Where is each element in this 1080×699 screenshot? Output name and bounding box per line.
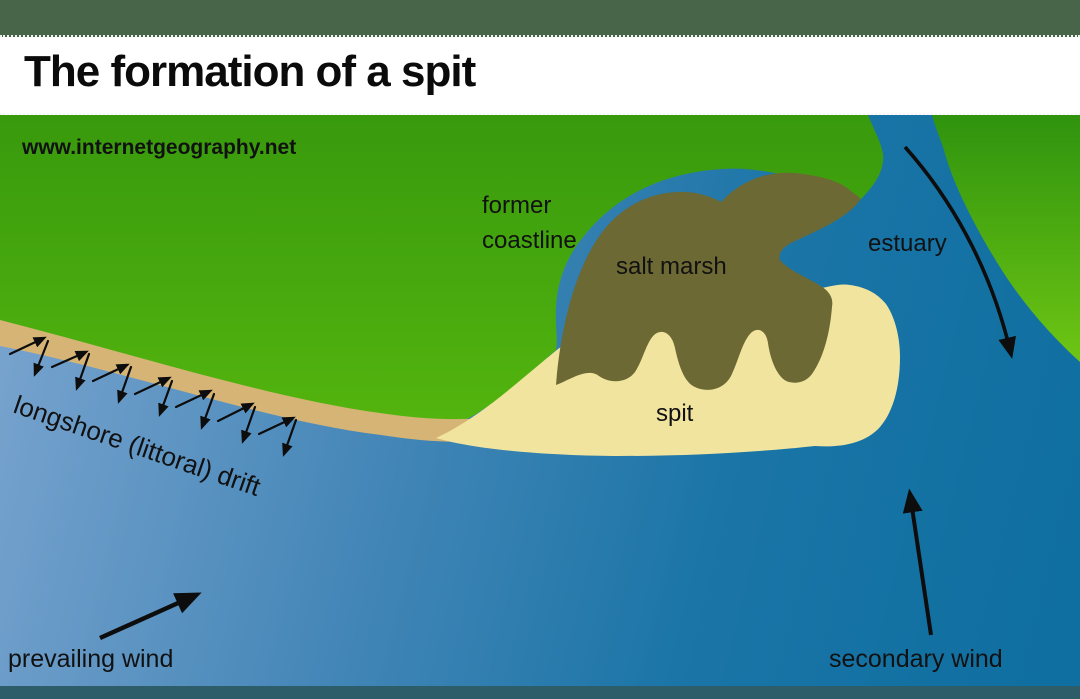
spit-diagram-svg: www.internetgeography.net former coastli…: [0, 115, 1080, 688]
estuary-label: estuary: [868, 230, 947, 257]
header-bar: [0, 0, 1080, 37]
estuary-east-bank-green: [932, 115, 1080, 362]
longshore-drift-arrows: [8, 336, 298, 457]
mainland-green: [0, 115, 884, 428]
prevailing-wind-label: prevailing wind: [8, 645, 173, 673]
salt-marsh-area: [556, 172, 861, 390]
former-coastline-label-line1: former: [482, 192, 551, 219]
estuary-flow-arrow: [903, 145, 1016, 359]
footer-bar: [0, 686, 1080, 699]
page-title: The formation of a spit: [24, 47, 476, 96]
watermark-label: www.internetgeography.net: [21, 136, 296, 159]
former-coastline-label-line2: coastline: [482, 227, 577, 254]
prevailing-wind-arrow: [99, 592, 202, 641]
secondary-wind-arrow: [902, 488, 933, 636]
diagram-area: www.internetgeography.net former coastli…: [0, 113, 1080, 688]
secondary-wind-label: secondary wind: [829, 645, 1003, 673]
title-band: The formation of a spit: [0, 37, 1080, 113]
salt-marsh-label: salt marsh: [616, 253, 727, 280]
spit-label: spit: [656, 400, 694, 427]
